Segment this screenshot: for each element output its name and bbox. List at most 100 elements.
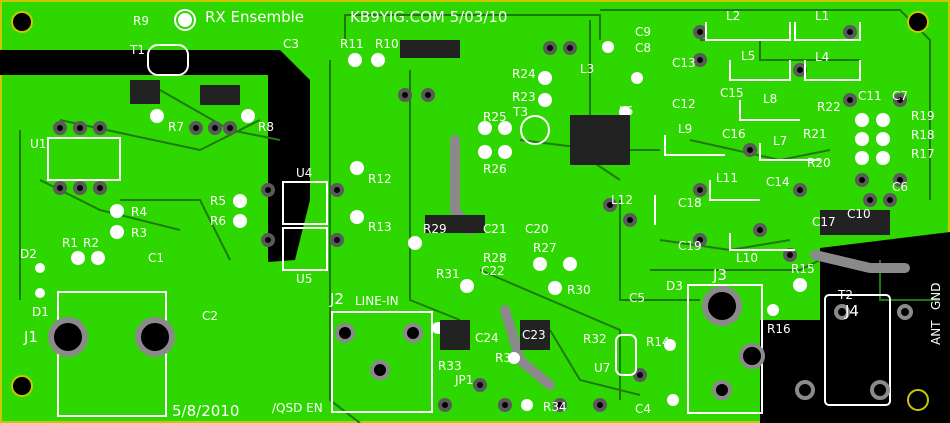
ref-C23: C23 bbox=[522, 328, 546, 342]
t1-outline bbox=[147, 44, 189, 76]
board-date: 5/8/2010 bbox=[172, 402, 240, 420]
l1-outline bbox=[794, 22, 861, 41]
ref-R25: R25 bbox=[483, 110, 507, 124]
board-title: RX Ensemble bbox=[205, 8, 305, 26]
ref-R6: R6 bbox=[210, 214, 226, 228]
void-top-left bbox=[0, 50, 310, 262]
ref-R1: R1 bbox=[62, 236, 78, 250]
ref-C15: C15 bbox=[720, 86, 744, 100]
ref-R15: R15 bbox=[791, 262, 815, 276]
ref-R8: R8 bbox=[258, 120, 274, 134]
ref-C18: C18 bbox=[678, 196, 702, 210]
ref-T3: T3 bbox=[513, 105, 528, 119]
ref-R17: R17 bbox=[911, 147, 935, 161]
ref-JP1: JP1 bbox=[455, 373, 474, 387]
ref-L2: L2 bbox=[726, 9, 741, 23]
ref-R11: R11 bbox=[340, 37, 364, 51]
ref-C5: C5 bbox=[629, 291, 646, 305]
ref-U7: U7 bbox=[594, 361, 611, 375]
ref-L7: L7 bbox=[773, 134, 788, 148]
ref-C3: C3 bbox=[283, 37, 300, 51]
ref-C22: C22 bbox=[481, 264, 505, 278]
ref-U1: U1 bbox=[30, 137, 47, 151]
line-in-label: LINE-IN bbox=[355, 294, 399, 308]
mounting-holes bbox=[11, 11, 929, 411]
pads-white bbox=[35, 13, 890, 411]
ref-D2: D2 bbox=[20, 247, 37, 261]
ref-R16: R16 bbox=[767, 322, 791, 336]
smd-pads bbox=[130, 40, 890, 350]
ref-L3: L3 bbox=[580, 62, 595, 76]
pads-dark bbox=[53, 25, 907, 412]
ref-R14: R14 bbox=[646, 335, 670, 349]
ref-C12: C12 bbox=[672, 97, 696, 111]
ref-R22: R22 bbox=[817, 100, 841, 114]
ref-R24: R24 bbox=[512, 67, 536, 81]
ref-R19: R19 bbox=[911, 109, 935, 123]
j4-outline bbox=[824, 294, 891, 406]
ref-J3: J3 bbox=[713, 266, 727, 284]
ref-C16: C16 bbox=[722, 127, 746, 141]
ref-L10: L10 bbox=[736, 251, 758, 265]
ref-C11: C11 bbox=[858, 89, 882, 103]
ref-R20: R20 bbox=[807, 156, 831, 170]
u4-outline bbox=[282, 181, 328, 225]
ref-U4: U4 bbox=[296, 166, 313, 180]
u7-outline bbox=[615, 334, 637, 376]
ref-R3: R3 bbox=[131, 226, 147, 240]
l5-outline bbox=[729, 60, 791, 81]
ref-L9: L9 bbox=[678, 122, 693, 136]
traces bbox=[19, 9, 940, 423]
ref-C13: C13 bbox=[672, 56, 696, 70]
ref-U5: U5 bbox=[296, 272, 313, 286]
ref-R29: R29 bbox=[423, 222, 447, 236]
ref-R28: R28 bbox=[483, 251, 507, 265]
ref-R23: R23 bbox=[512, 90, 536, 104]
u1-outline bbox=[47, 137, 121, 181]
ref-R30: R30 bbox=[567, 283, 591, 297]
ref-R2: R2 bbox=[83, 236, 99, 250]
ref-D1: D1 bbox=[32, 305, 49, 319]
ref-R33: R33 bbox=[438, 359, 462, 373]
ref-D3: D3 bbox=[666, 279, 683, 293]
u5-outline bbox=[282, 227, 328, 271]
ref-R18: R18 bbox=[911, 128, 935, 142]
ref-L8: L8 bbox=[763, 92, 778, 106]
ref-T1: T1 bbox=[130, 43, 145, 57]
l2-outline bbox=[705, 22, 791, 41]
ref-R34: R34 bbox=[543, 400, 567, 414]
ref-R32: R32 bbox=[583, 332, 607, 346]
ref-C6: C6 bbox=[892, 180, 909, 194]
ref-R13: R13 bbox=[368, 220, 392, 234]
board-credit: KB9YIG.COM 5/03/10 bbox=[350, 8, 508, 26]
ref-L5: L5 bbox=[741, 49, 756, 63]
ref-C20: C20 bbox=[525, 222, 549, 236]
ref-R7: R7 bbox=[168, 120, 184, 134]
ref-L11: L11 bbox=[716, 171, 738, 185]
ref-R31: R31 bbox=[436, 267, 460, 281]
ref-R21: R21 bbox=[803, 127, 827, 141]
ref-J1: J1 bbox=[24, 328, 38, 346]
l4-outline bbox=[804, 60, 861, 81]
ref-L4: L4 bbox=[815, 50, 830, 64]
ref-R12: R12 bbox=[368, 172, 392, 186]
ref-J4: J4 bbox=[845, 302, 859, 320]
ant-label: ANT bbox=[929, 320, 943, 345]
ref-C9: C9 bbox=[635, 25, 652, 39]
ref-T2: T2 bbox=[838, 288, 853, 302]
ref-C2: C2 bbox=[202, 309, 219, 323]
ref-C19: C19 bbox=[678, 239, 702, 253]
j2-outline bbox=[331, 311, 433, 413]
ref-C21: C21 bbox=[483, 222, 507, 236]
ref-C10: C10 bbox=[847, 207, 871, 221]
gnd-label: GND bbox=[929, 282, 943, 310]
ref-L12: L12 bbox=[611, 193, 633, 207]
ref-R9: R9 bbox=[133, 14, 149, 28]
ref-C4: C4 bbox=[635, 402, 652, 416]
ref-R10: R10 bbox=[375, 37, 399, 51]
ref-C1: C1 bbox=[148, 251, 165, 265]
ref-C8: C8 bbox=[635, 41, 652, 55]
